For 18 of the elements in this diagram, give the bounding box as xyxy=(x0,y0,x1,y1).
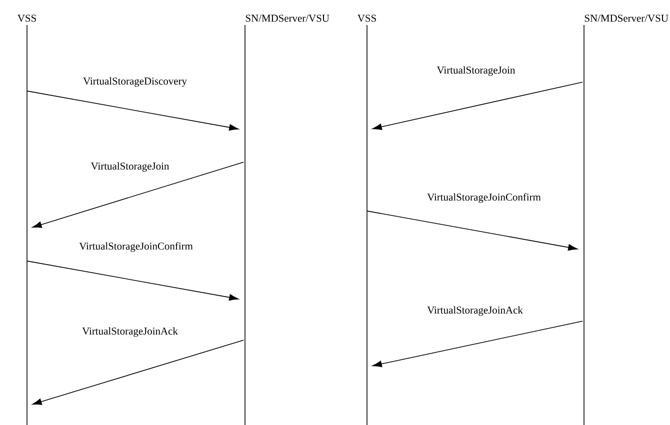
lifeline: VSS xyxy=(18,14,36,425)
lifeline: VSS xyxy=(358,14,376,425)
arrow xyxy=(367,210,578,251)
lifeline: SN/MDServer/VSU xyxy=(584,14,668,425)
arrow xyxy=(32,162,244,228)
edge-label: VirtualStorageJoinAck xyxy=(82,327,178,337)
lifeline: SN/MDServer/VSU xyxy=(244,14,330,425)
edge-label: VirtualStorageJoin xyxy=(436,66,516,76)
arrow xyxy=(32,340,244,405)
edge-label: VirtualStorageJoinConfirm xyxy=(427,193,541,203)
edge-label: VirtualStorageJoinAck xyxy=(427,306,523,316)
edge-label: VirtualStorageJoin xyxy=(90,162,170,172)
arrow xyxy=(27,260,239,301)
arrow xyxy=(372,82,584,130)
arrow xyxy=(27,90,239,131)
arrow xyxy=(372,320,584,368)
edge-label: VirtualStorageJoinConfirm xyxy=(79,242,193,252)
edge-label: VirtualStorageDiscovery xyxy=(83,77,187,87)
